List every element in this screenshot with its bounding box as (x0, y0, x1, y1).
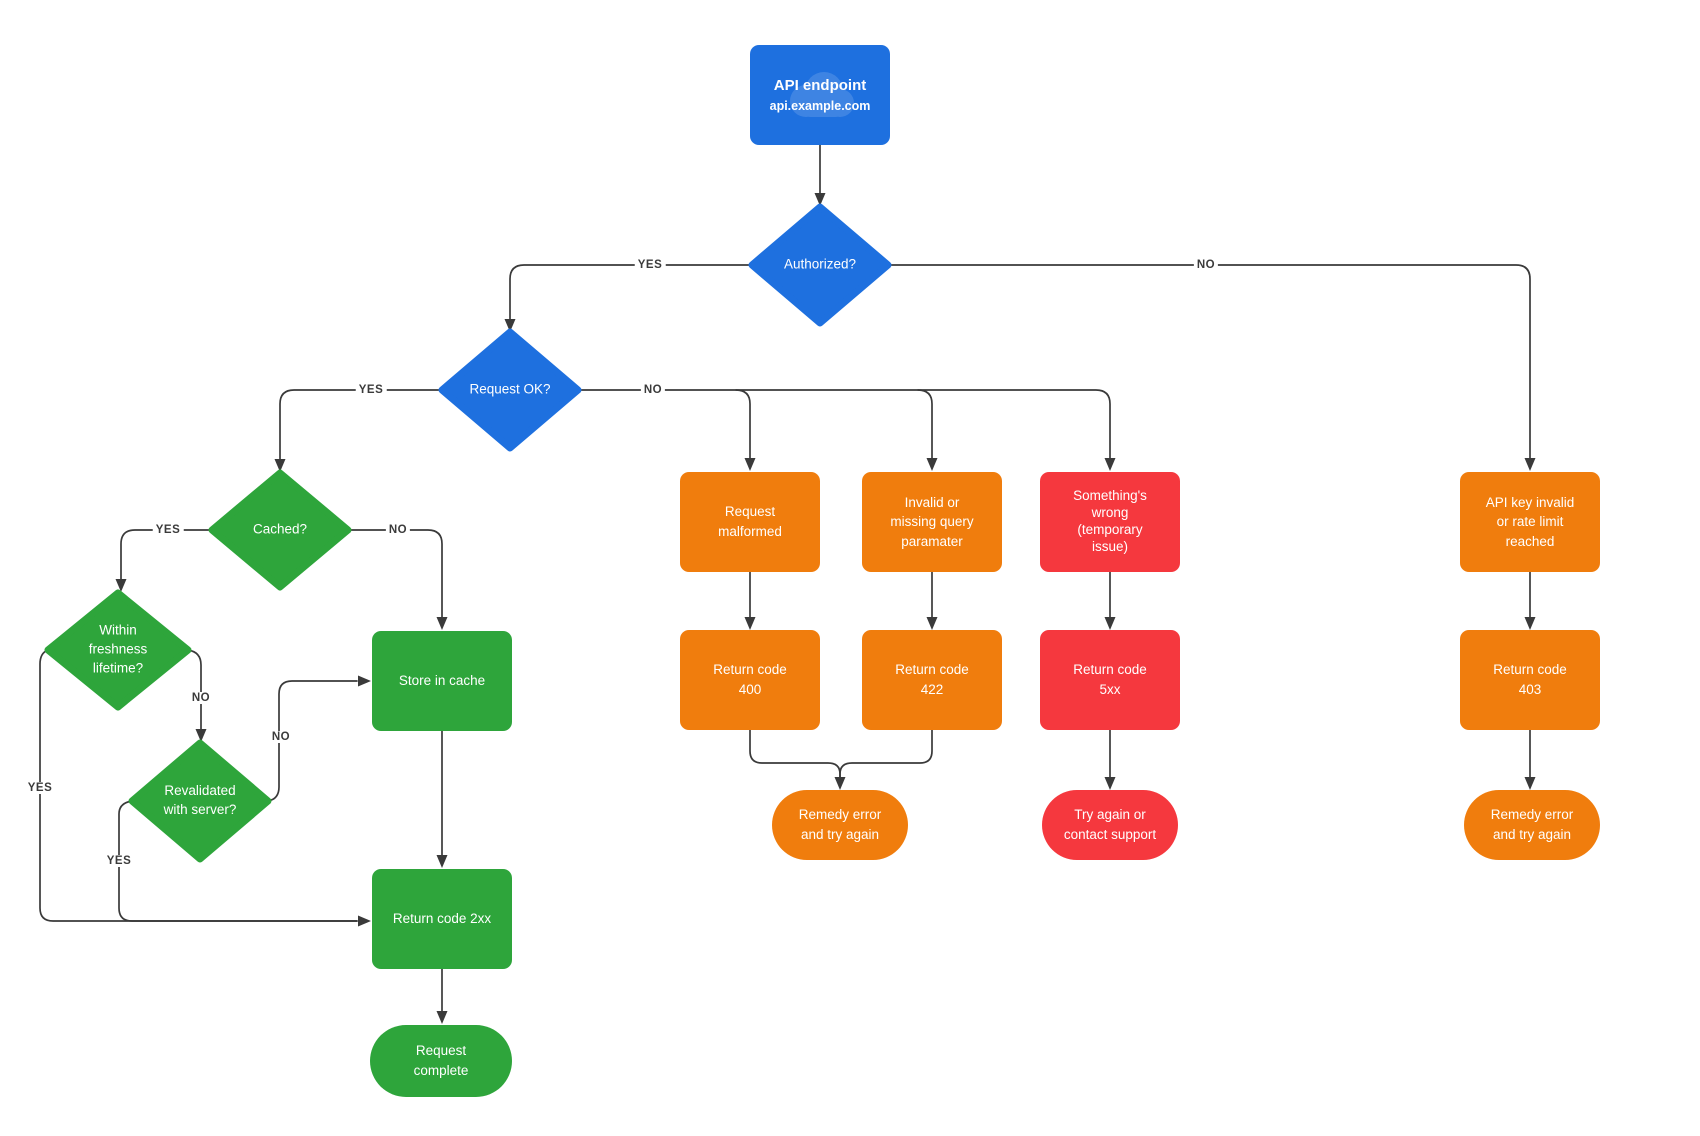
edge-revalidated-no (267, 680, 358, 802)
arrowhead (926, 458, 938, 471)
arrowhead (1104, 777, 1116, 790)
edge-label-cached-yes: YES (152, 524, 184, 536)
diamond-authorized (748, 203, 892, 327)
edge-label-revalidated-yes: YES (103, 855, 135, 867)
arrowhead (926, 617, 938, 630)
edge-label-freshness-no: NO (188, 692, 214, 704)
edge-branch-malformed (735, 389, 751, 459)
edge-label-request-ok-yes: YES (355, 384, 387, 396)
arrowhead (195, 729, 207, 742)
edge-lines (39, 144, 1531, 1013)
arrowhead (358, 915, 371, 927)
edge-requestok-yes (279, 389, 443, 460)
node-request-complete: Request complete (370, 1025, 512, 1097)
api-endpoint-subtitle: api.example.com (769, 98, 871, 113)
edge-authorized-no (887, 264, 1531, 459)
arrowhead (744, 617, 756, 630)
edge-requestok-no (577, 389, 1111, 459)
edge-freshness-yes (39, 649, 358, 922)
diamond-revalidated (128, 739, 272, 863)
diamond-request-ok (438, 328, 582, 452)
arrowhead (834, 777, 846, 790)
arrowhead (1524, 617, 1536, 630)
edge-funnel-400 (749, 729, 841, 778)
arrowhead (436, 1011, 448, 1024)
arrowhead (1524, 458, 1536, 471)
arrowhead (744, 458, 756, 471)
node-try-again-support: Try again or contact support (1042, 790, 1178, 860)
node-return-2xx: Return code 2xx (372, 869, 512, 969)
node-remedy-error-mid: Remedy error and try again (772, 790, 908, 860)
node-return-5xx: Return code 5xx (1040, 630, 1180, 730)
arrowhead (274, 459, 286, 472)
edge-label-authorized-yes: YES (634, 259, 666, 271)
edge-label-freshness-yes: YES (24, 782, 56, 794)
api-endpoint-title: API endpoint (773, 77, 867, 95)
node-request-malformed: Request malformed (680, 472, 820, 572)
edge-revalidated-yes (118, 800, 358, 922)
edge-authorized-yes (509, 264, 753, 320)
arrowhead (436, 617, 448, 630)
node-somethings-wrong: Something's wrong (temporary issue) (1040, 472, 1180, 572)
decision-diamonds (44, 203, 892, 863)
edge-branch-invalid (917, 389, 933, 459)
edge-label-authorized-no: NO (1193, 259, 1219, 271)
cloud-icon (790, 72, 854, 117)
edge-cached-no (347, 529, 443, 619)
node-return-422: Return code 422 (862, 630, 1002, 730)
edge-label-revalidated-no: NO (268, 731, 294, 743)
arrowhead (115, 579, 127, 592)
arrowhead (358, 675, 371, 687)
edge-freshness-no (187, 649, 202, 731)
arrowhead (814, 193, 826, 206)
arrowhead (1524, 777, 1536, 790)
edge-funnel-422 (839, 729, 933, 778)
arrowhead (1104, 458, 1116, 471)
edge-label-request-ok-no: NO (640, 384, 666, 396)
node-store-in-cache: Store in cache (372, 631, 512, 731)
arrowhead (1104, 617, 1116, 630)
node-api-endpoint: API endpoint api.example.com (750, 45, 890, 145)
edge-cached-yes (120, 529, 213, 581)
arrowhead (504, 319, 516, 332)
edge-label-cached-no: NO (385, 524, 411, 536)
diamond-cached (208, 469, 352, 591)
node-remedy-error-right: Remedy error and try again (1464, 790, 1600, 860)
node-invalid-query: Invalid or missing query paramater (862, 472, 1002, 572)
node-api-key-invalid: API key invalid or rate limit reached (1460, 472, 1600, 572)
arrowheads (115, 193, 1536, 1024)
node-return-400: Return code 400 (680, 630, 820, 730)
arrowhead (436, 855, 448, 868)
diamond-within-freshness (44, 589, 192, 711)
node-return-403: Return code 403 (1460, 630, 1600, 730)
